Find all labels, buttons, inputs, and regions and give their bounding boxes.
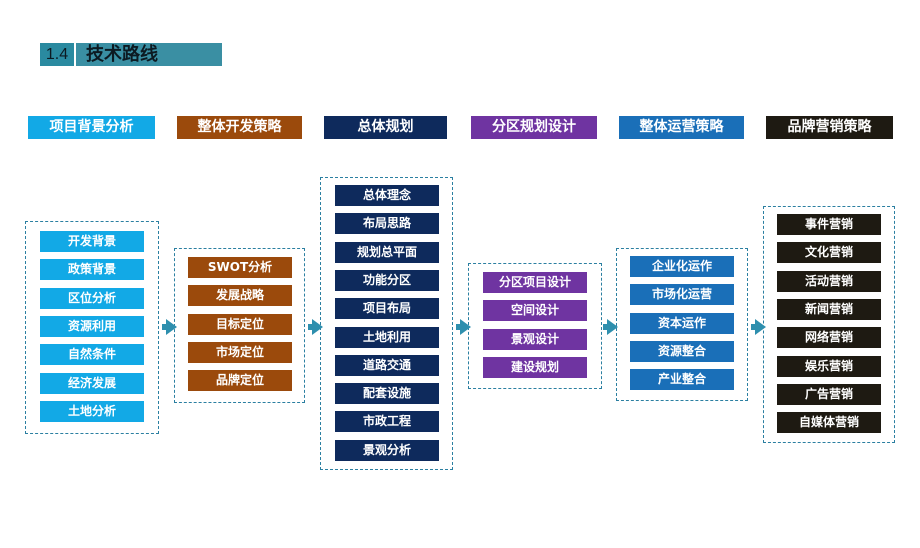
step-item: 网络营销 xyxy=(777,327,881,348)
step-item: 总体理念 xyxy=(335,185,439,206)
step-item: 市场化运营 xyxy=(630,284,734,305)
step-item: 开发背景 xyxy=(40,231,144,252)
column-header-6: 品牌营销策略 xyxy=(766,116,893,139)
step-item: 自然条件 xyxy=(40,344,144,365)
step-item: 区位分析 xyxy=(40,288,144,309)
step-item: 资源整合 xyxy=(630,341,734,362)
step-item: 土地利用 xyxy=(335,327,439,348)
step-item: 配套设施 xyxy=(335,383,439,404)
section-number: 1.4 xyxy=(40,43,74,66)
step-item: 企业化运作 xyxy=(630,256,734,277)
column-header-5: 整体运营策略 xyxy=(619,116,744,139)
step-item: 景观分析 xyxy=(335,440,439,461)
right-arrow-icon xyxy=(312,319,323,335)
step-item: 事件营销 xyxy=(777,214,881,235)
right-arrow-icon xyxy=(166,319,177,335)
step-item: 土地分析 xyxy=(40,401,144,422)
column-header-4: 分区规划设计 xyxy=(471,116,597,139)
step-item: 品牌定位 xyxy=(188,370,292,391)
step-item: 发展战略 xyxy=(188,285,292,306)
flow-arrow-stem xyxy=(308,324,312,330)
column-header-1: 项目背景分析 xyxy=(28,116,155,139)
step-item: 资本运作 xyxy=(630,313,734,334)
right-arrow-icon xyxy=(460,319,471,335)
step-item: 功能分区 xyxy=(335,270,439,291)
step-item: 规划总平面 xyxy=(335,242,439,263)
step-item: 布局思路 xyxy=(335,213,439,234)
step-item: 资源利用 xyxy=(40,316,144,337)
section-title: 技术路线 xyxy=(76,43,222,66)
step-item: 活动营销 xyxy=(777,271,881,292)
step-item: 项目布局 xyxy=(335,298,439,319)
step-item: 目标定位 xyxy=(188,314,292,335)
step-item: 道路交通 xyxy=(335,355,439,376)
flow-arrow-stem xyxy=(751,324,755,330)
step-item: 市政工程 xyxy=(335,411,439,432)
step-item: 新闻营销 xyxy=(777,299,881,320)
right-arrow-icon xyxy=(607,319,618,335)
flow-arrow-stem xyxy=(162,324,166,330)
step-item: 自媒体营销 xyxy=(777,412,881,433)
step-item: SWOT分析 xyxy=(188,257,292,278)
step-item: 空间设计 xyxy=(483,300,587,321)
step-item: 政策背景 xyxy=(40,259,144,280)
step-item: 产业整合 xyxy=(630,369,734,390)
step-item: 经济发展 xyxy=(40,373,144,394)
step-item: 建设规划 xyxy=(483,357,587,378)
step-item: 文化营销 xyxy=(777,242,881,263)
flow-arrow-stem xyxy=(456,324,460,330)
step-item: 景观设计 xyxy=(483,329,587,350)
step-item: 分区项目设计 xyxy=(483,272,587,293)
column-header-2: 整体开发策略 xyxy=(177,116,302,139)
step-item: 娱乐营销 xyxy=(777,356,881,377)
flow-arrow-stem xyxy=(603,324,607,330)
step-item: 市场定位 xyxy=(188,342,292,363)
step-item: 广告营销 xyxy=(777,384,881,405)
column-header-3: 总体规划 xyxy=(324,116,447,139)
right-arrow-icon xyxy=(755,319,766,335)
